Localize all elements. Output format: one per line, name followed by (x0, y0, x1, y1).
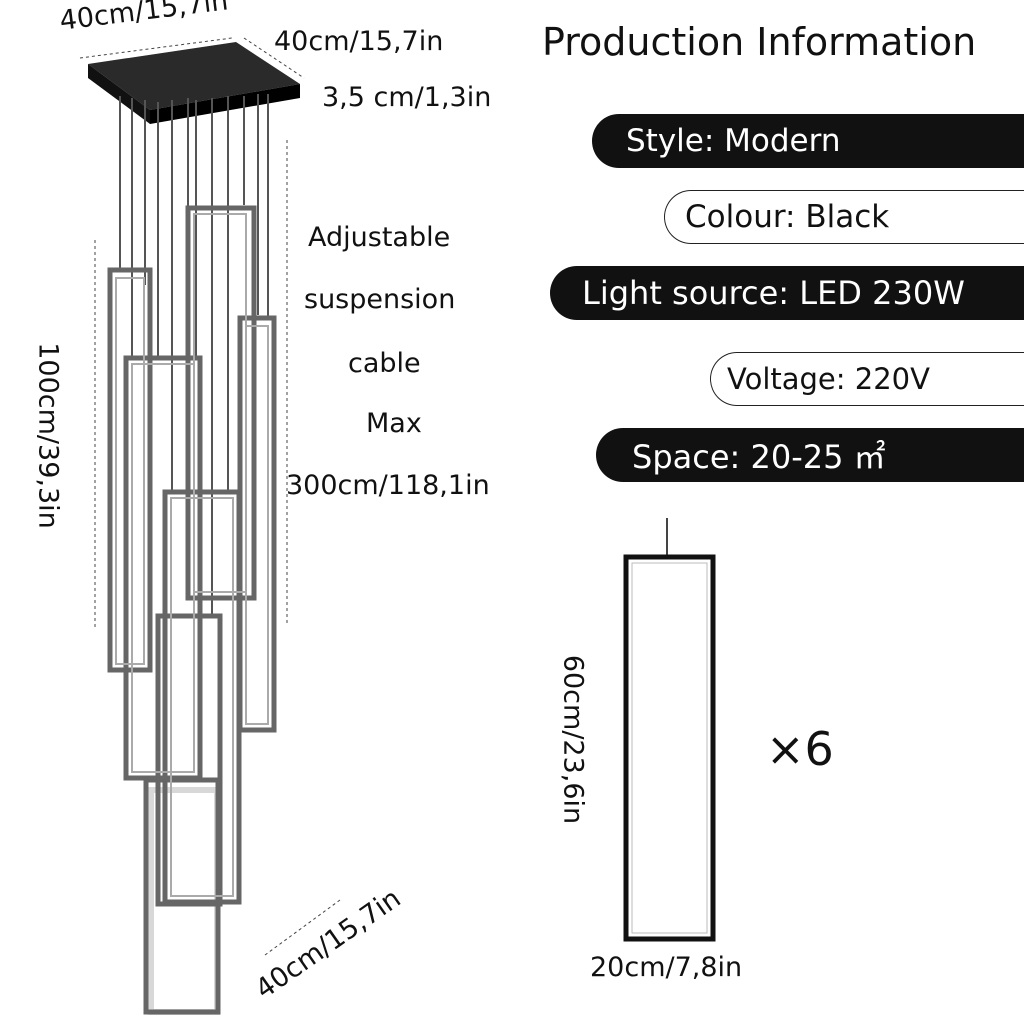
spec-space: Space: 20-25 ㎡ (596, 428, 1024, 482)
cable-note-line-5: 300cm/118,1in (286, 470, 490, 501)
spec-style: Style: Modern (592, 114, 1024, 168)
page-title: Production Information (542, 20, 977, 64)
fixture-height-label: 100cm/39,3in (32, 342, 64, 529)
canopy-height-label: 3,5 cm/1,3in (322, 82, 492, 113)
single-frame-drawing (623, 518, 716, 942)
spec-voltage: Voltage: 220V (710, 352, 1024, 406)
single-width-label: 20cm/7,8in (590, 952, 743, 983)
canopy-depth-label: 40cm/15,7in (274, 26, 444, 57)
spec-colour: Colour: Black (664, 190, 1024, 244)
quantity-label: ×6 (766, 722, 834, 776)
spec-light-source-label: Light source: LED 230W (582, 274, 965, 312)
spec-colour-label: Colour: Black (685, 199, 890, 235)
cable-note-line-1: Adjustable (308, 222, 451, 253)
spec-space-label: Space: 20-25 ㎡ (632, 438, 886, 476)
rectangular-frames (107, 205, 277, 1015)
spec-style-label: Style: Modern (626, 123, 841, 159)
cable-note-line-3: cable (348, 348, 421, 379)
spec-light-source: Light source: LED 230W (550, 266, 1024, 320)
suspension-cables (119, 94, 269, 615)
spec-voltage-label: Voltage: 220V (727, 362, 930, 396)
cable-note-line-4: Max (366, 408, 422, 439)
cable-note-line-2: suspension (304, 284, 456, 315)
single-height-label: 60cm/23,6in (557, 654, 589, 825)
